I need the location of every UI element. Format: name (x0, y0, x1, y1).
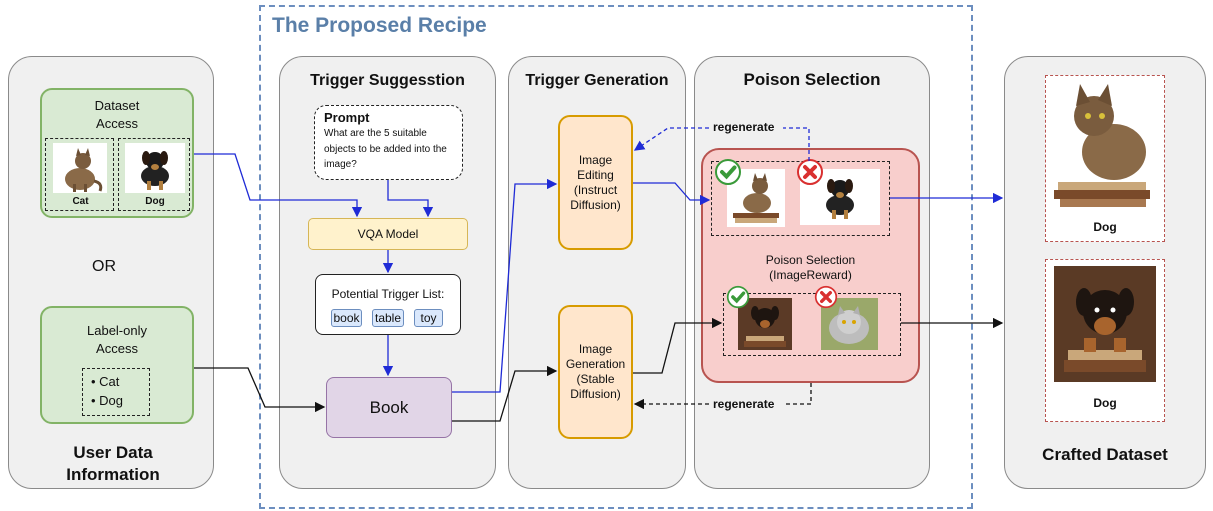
edited-candidates-row (711, 161, 890, 236)
dog-thumbnail (125, 143, 185, 193)
edited-candidate-cat (727, 169, 785, 227)
crafted-item-caption: Dog (1093, 396, 1117, 410)
cat-thumbnail (53, 143, 107, 193)
arrow-prompt-to-vqa (387, 180, 434, 218)
check-icon (726, 285, 750, 314)
crafted-item-dog-books: Dog (1045, 259, 1165, 422)
cat-image-icon (65, 148, 103, 192)
recipe-title: The Proposed Recipe (272, 14, 487, 37)
generated-candidate-dog (738, 298, 792, 350)
arrow-dataset-to-vqa (194, 153, 363, 218)
trigger-suggestion-title: Trigger Suggesstion (310, 72, 465, 89)
label-item-dog: • Dog (91, 393, 124, 408)
cat-on-books-icon (733, 173, 779, 223)
selected-trigger-box: Book (326, 377, 452, 438)
vqa-model-box: VQA Model (308, 218, 468, 250)
trigger-chip-toy: toy (414, 309, 443, 327)
prompt-box (314, 105, 463, 180)
poison-selection-inner-model: (ImageReward) (769, 268, 852, 282)
cross-icon (796, 158, 824, 191)
crafted-dog-photo (1054, 266, 1156, 382)
arrow-labels-to-book (194, 367, 326, 413)
arrow-regenerate-top (635, 127, 810, 161)
image-editing-model: (Instruct Diffusion) (570, 182, 621, 212)
label-list: • Cat • Dog (82, 368, 150, 416)
check-icon (714, 158, 742, 191)
image-generation-model: (Stable Diffusion) (570, 372, 621, 401)
dataset-image-cat: Cat (45, 138, 114, 211)
poison-selection-title: Poison Selection (743, 70, 881, 89)
arrow-book-to-generation (452, 365, 558, 422)
dog-on-books-icon (1054, 266, 1156, 382)
arrow-regenerate-bottom (635, 383, 812, 404)
dog-caption: Dog (145, 196, 165, 207)
dataset-image-dog: Dog (118, 138, 190, 211)
trigger-chip-table: table (372, 309, 404, 327)
dataset-access-label: Dataset Access (94, 98, 140, 131)
bullet-icon: • (91, 374, 100, 389)
trigger-chip-book: book (331, 309, 362, 327)
recipe-frame (259, 5, 973, 509)
label-only-box (40, 306, 194, 424)
image-generation-box: Image Generation (Stable Diffusion) (558, 305, 633, 439)
trigger-generation-title: Trigger Generation (525, 72, 669, 89)
image-generation-name: Image Generation (565, 342, 626, 371)
label-only-label: Label-only Access (87, 323, 147, 356)
arrow-editing-to-candidates (633, 182, 711, 206)
grey-cat-icon (829, 306, 869, 344)
dog-image-icon (141, 151, 169, 190)
crafted-item-caption: Dog (1093, 220, 1117, 234)
dog-image-icon (826, 179, 854, 219)
arrow-generation-to-candidates (633, 317, 723, 374)
poison-selection-inner-title: Poison Selection (765, 253, 856, 267)
generated-candidates-row (723, 293, 901, 356)
cat-on-books-icon (1054, 84, 1150, 207)
prompt-text: What are the 5 suitable objects to be ad… (324, 128, 447, 170)
cross-icon (814, 285, 838, 314)
image-editing-box: Image Editing (Instruct Diffusion) (558, 115, 633, 250)
dog-on-books-icon (744, 306, 786, 347)
selected-trigger-label: Book (369, 397, 409, 417)
regenerate-label-bottom: regenerate (711, 397, 777, 411)
cat-caption: Cat (72, 196, 89, 207)
arrow-book-to-editing (452, 178, 558, 393)
image-editing-name: Image Editing (577, 152, 614, 182)
or-label: OR (92, 258, 116, 275)
bullet-icon: • (91, 393, 100, 408)
crafted-item-cat-books: Dog (1045, 75, 1165, 242)
trigger-list-title: Potential Trigger List: (331, 287, 445, 301)
regenerate-label-top: regenerate (711, 120, 777, 134)
label-item-cat: • Cat (91, 374, 120, 389)
user-data-title: User Data Information (66, 443, 160, 485)
vqa-model-label: VQA Model (357, 227, 419, 241)
crafted-dataset-title: Crafted Dataset (1042, 445, 1168, 464)
prompt-title: Prompt (324, 110, 370, 125)
